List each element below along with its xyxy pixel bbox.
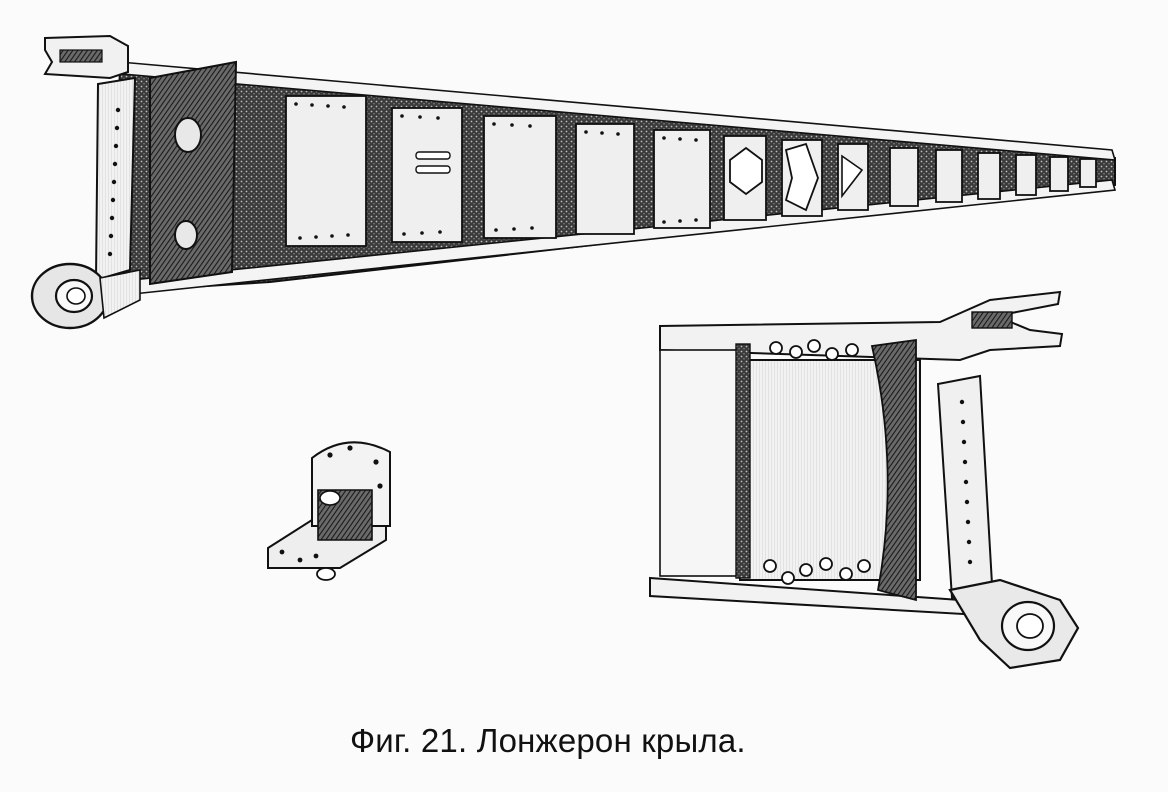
wing-spar-full-view — [30, 34, 1117, 330]
technical-drawing — [30, 34, 1117, 670]
spar-root-closeup — [649, 290, 1080, 670]
spar-fitting-detail — [267, 441, 391, 581]
figure-caption: Фиг. 21. Лонжерон крыла. — [350, 722, 746, 759]
